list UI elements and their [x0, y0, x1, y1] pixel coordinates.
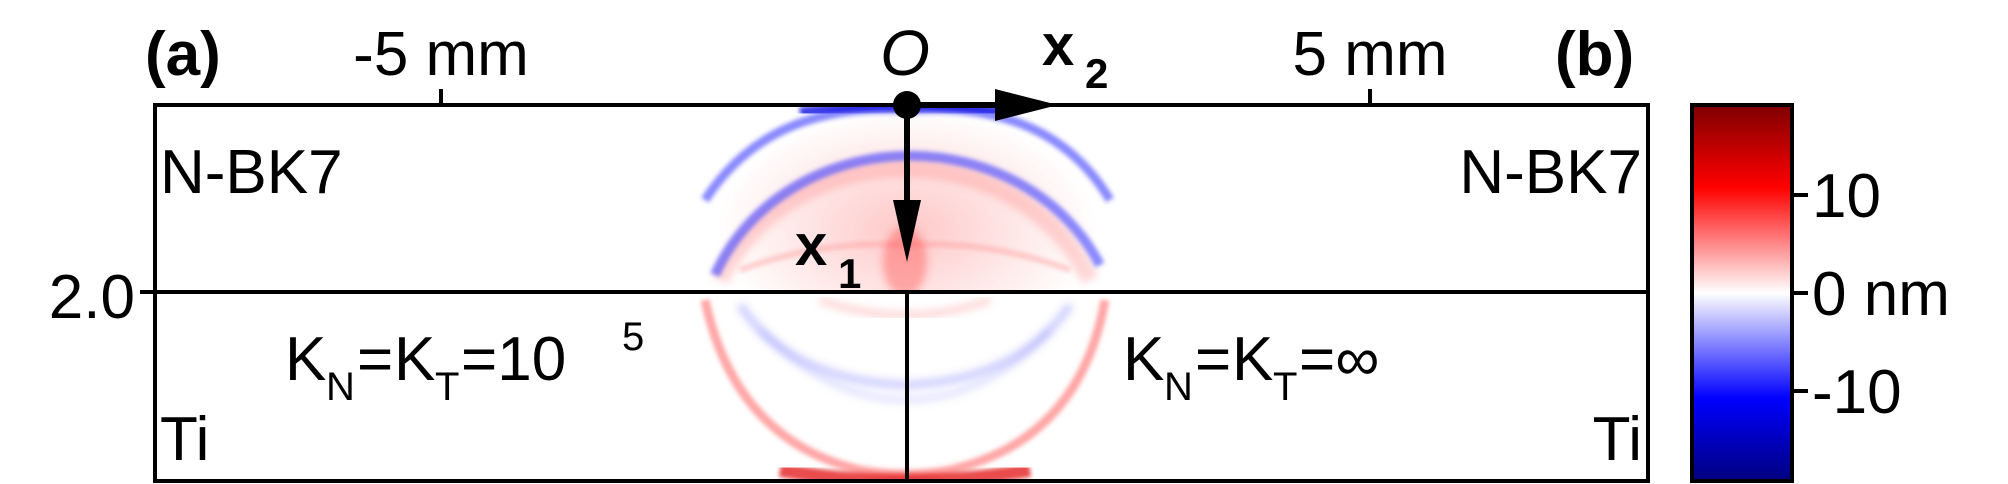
- x2-arrowhead: [995, 89, 1058, 121]
- colorbar-tick-0: 0 nm: [1812, 260, 1950, 329]
- material-lower-right: Ti: [1593, 405, 1642, 474]
- svg-text:T: T: [1273, 365, 1297, 409]
- x2-label: x: [1042, 13, 1074, 78]
- panel-label-a: (a): [145, 20, 221, 89]
- svg-text:K: K: [1123, 325, 1164, 394]
- svg-text:5: 5: [622, 315, 644, 359]
- colorbar-tick-10: 10: [1812, 162, 1881, 231]
- svg-text:K: K: [1232, 325, 1273, 394]
- top-tick-label-left: -5 mm: [353, 20, 529, 89]
- svg-text:=10: =10: [461, 325, 566, 394]
- origin-dot: [893, 91, 921, 119]
- svg-text:T: T: [435, 365, 459, 409]
- svg-text:N: N: [326, 365, 355, 409]
- colorbar-tick-neg10: -10: [1812, 358, 1902, 427]
- svg-text:K: K: [394, 325, 435, 394]
- svg-text:=: =: [357, 325, 393, 394]
- colorbar-gradient: [1690, 103, 1794, 483]
- colorbar: 10 0 nm -10: [1690, 103, 1950, 483]
- svg-text:=: =: [1195, 325, 1231, 394]
- x1-subscript: 1: [838, 250, 861, 297]
- material-lower-left: Ti: [160, 405, 209, 474]
- x1-arrowhead: [893, 200, 921, 262]
- svg-text:N: N: [1164, 365, 1193, 409]
- panel-label-b: (b): [1555, 20, 1634, 89]
- x1-label: x: [795, 213, 827, 278]
- x2-subscript: 2: [1085, 50, 1108, 97]
- interface-condition-right: K N = K T =∞: [1123, 325, 1379, 409]
- interface-depth-label: 2.0: [49, 263, 135, 332]
- svg-text:=∞: =∞: [1299, 325, 1379, 394]
- coordinate-axes: [893, 89, 1058, 262]
- interface-condition-left: K N = K T =10 5: [285, 315, 644, 409]
- material-upper-left: N-BK7: [160, 138, 343, 207]
- top-tick-label-right: 5 mm: [1293, 20, 1448, 89]
- material-upper-right: N-BK7: [1459, 138, 1642, 207]
- svg-text:K: K: [285, 325, 326, 394]
- origin-label: O: [880, 17, 930, 89]
